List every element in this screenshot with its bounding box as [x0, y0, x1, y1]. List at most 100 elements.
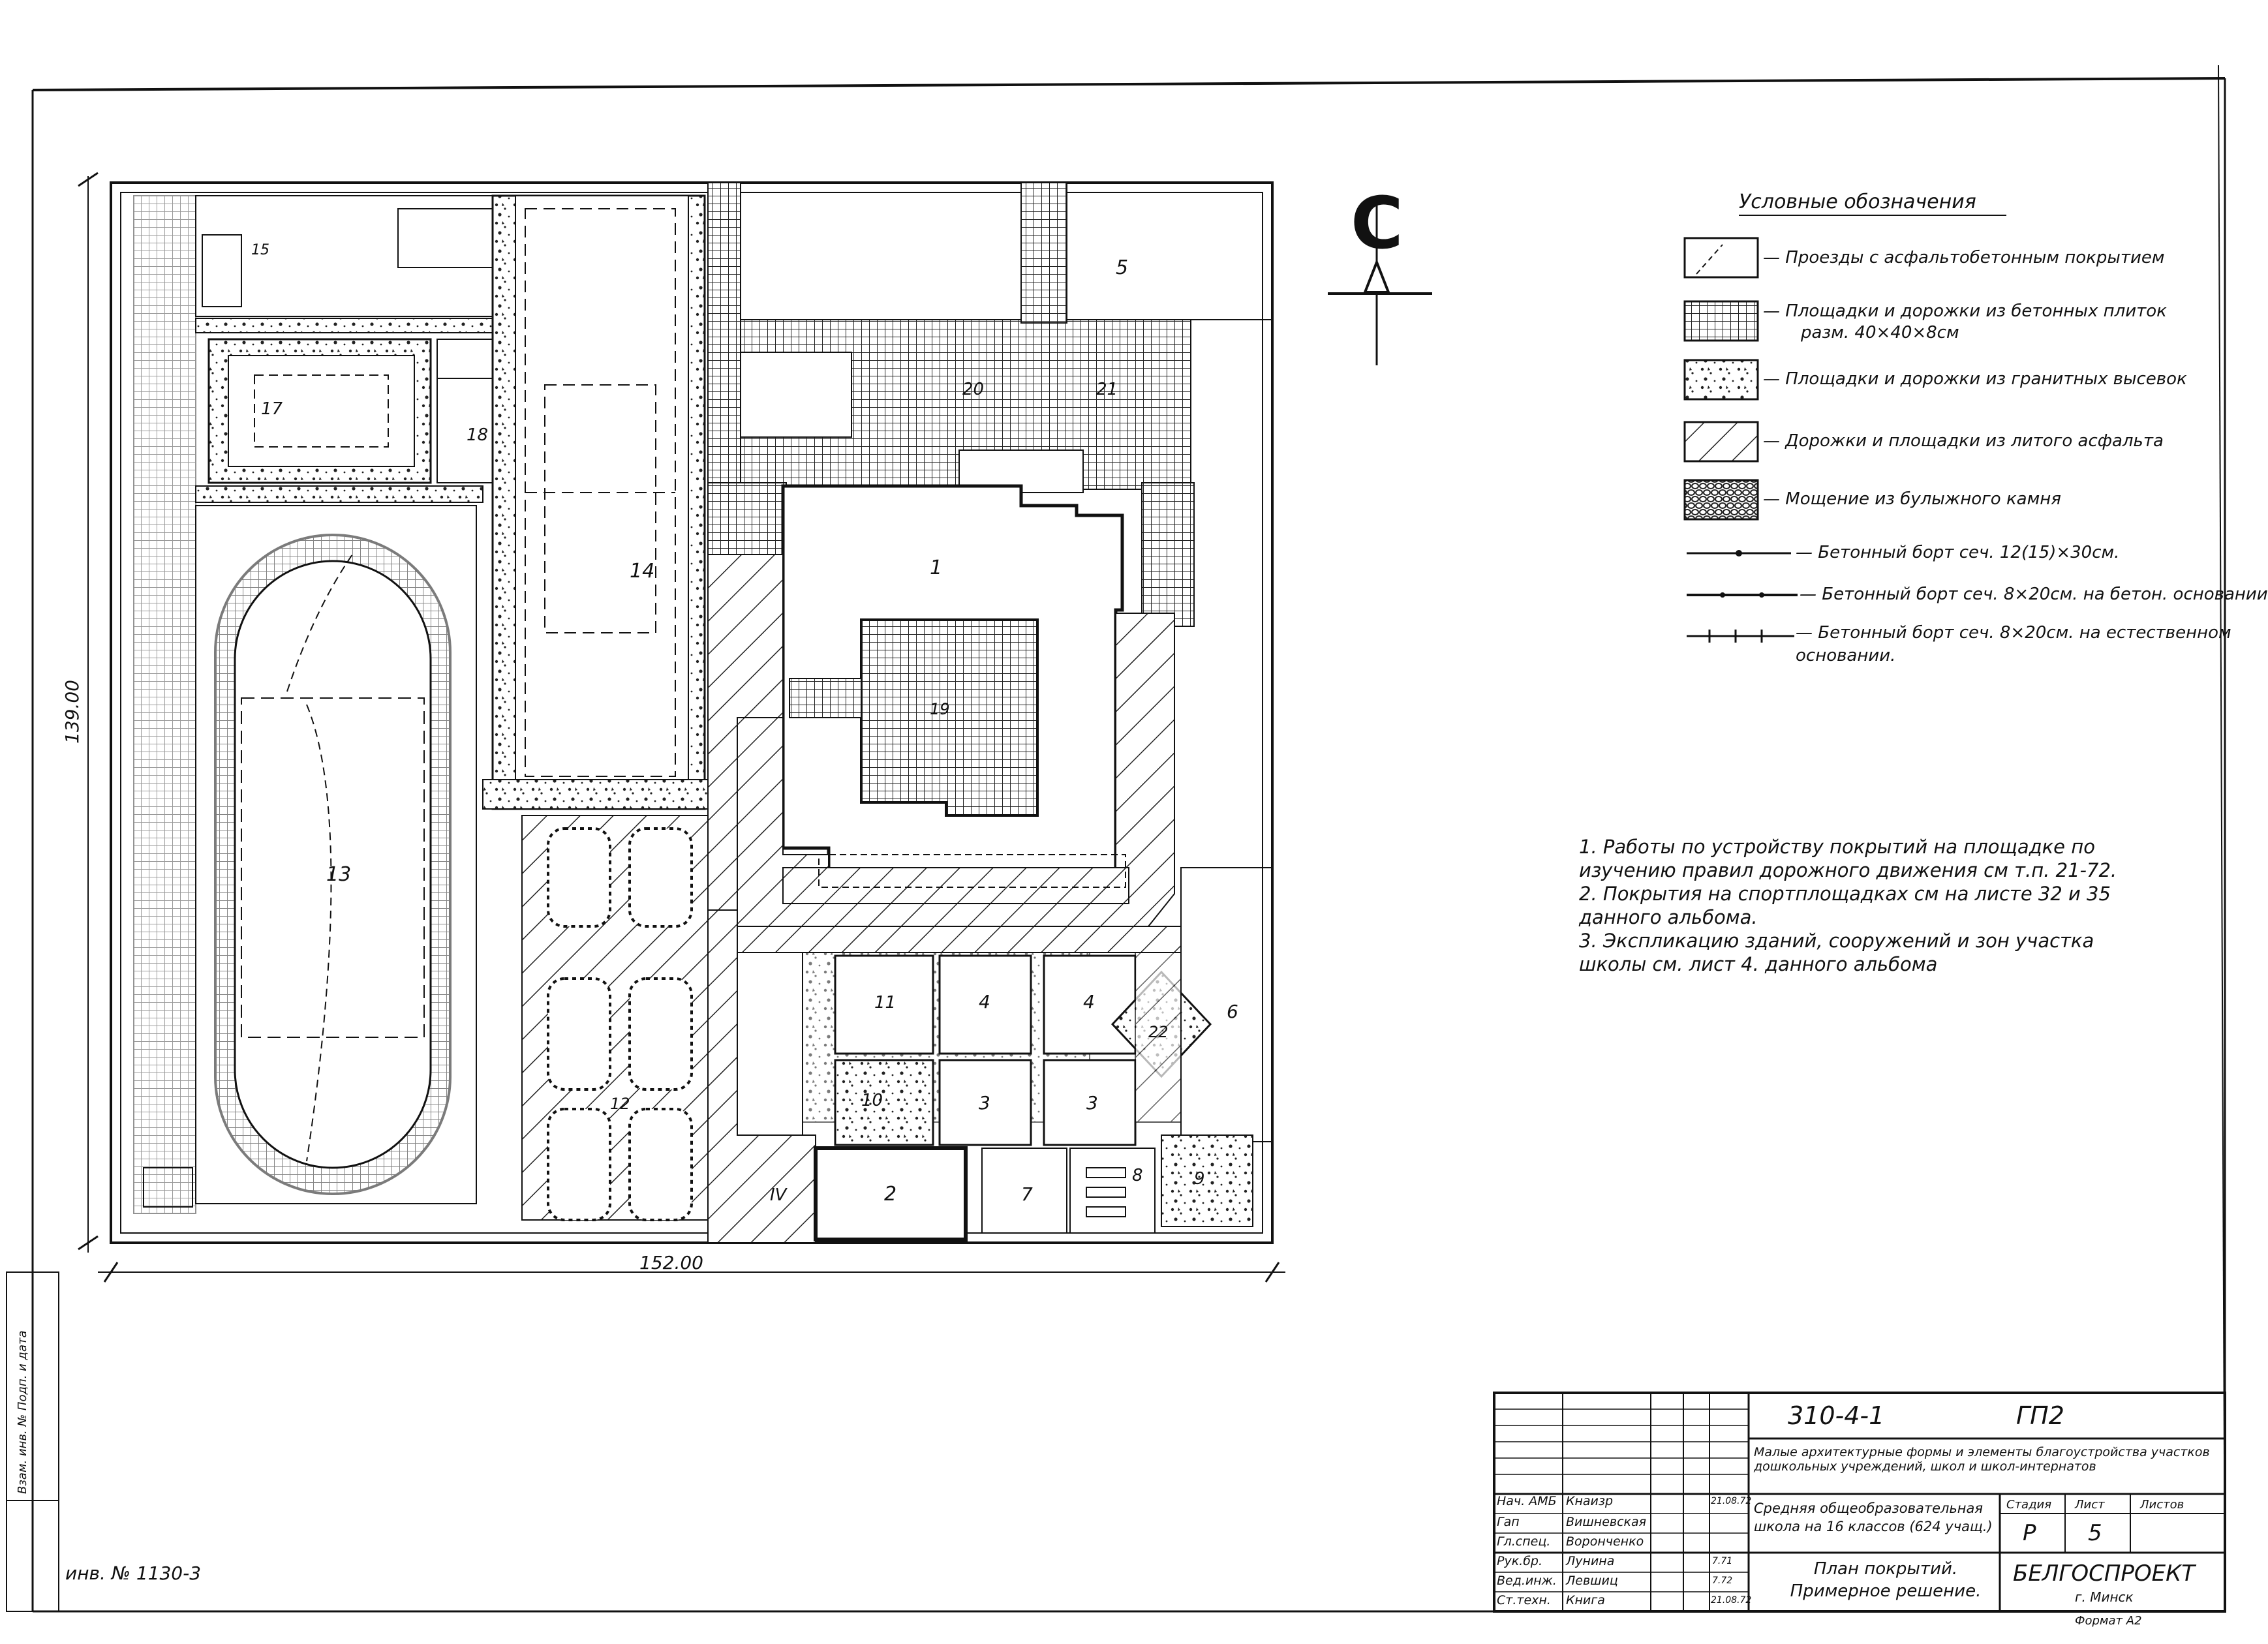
label-3a: 3 — [979, 1092, 990, 1114]
tb-stage-header: Стадия — [2006, 1498, 2052, 1512]
label-7: 7 — [1021, 1183, 1033, 1205]
sig-name-2: Вишневская — [1566, 1515, 1647, 1529]
sig-name-4: Лунина — [1566, 1554, 1615, 1568]
tb-project: Средняя общеобразовательная школа на 16 … — [1754, 1500, 1993, 1534]
plot-9 — [1161, 1134, 1253, 1227]
zone-15 — [195, 195, 516, 317]
site-boundary — [110, 181, 1274, 1244]
label-3b: 3 — [1086, 1092, 1098, 1114]
tb-format: Формат А2 — [2075, 1614, 2142, 1628]
legend-item-7: — Бетонный борт сеч. 8×20см. на бетон. о… — [1800, 585, 2268, 604]
label-9: 9 — [1194, 1169, 1205, 1189]
tb-mark: ГП2 — [2016, 1401, 2064, 1430]
legend-item-4: — Дорожки и площадки из литого асфальта — [1763, 431, 2164, 451]
sig-role-5: Вед.инж. — [1497, 1574, 1557, 1588]
legend-item-8: — Бетонный борт сеч. 8×20см. на естестве… — [1796, 623, 2231, 643]
title-block-frame — [1493, 1392, 2226, 1613]
label-15: 15 — [251, 242, 269, 258]
zone-5 — [1066, 182, 1273, 320]
sig-role-4: Рук.бр. — [1497, 1554, 1543, 1568]
label-2: 2 — [884, 1183, 896, 1206]
plot-7 — [981, 1148, 1067, 1234]
tb-album-desc: Малые архитектурные формы и элементы бла… — [1754, 1445, 2210, 1474]
swatch-cast-asphalt — [1683, 421, 1759, 463]
gravel-strip-14 — [482, 779, 712, 810]
label-12: 12 — [610, 1095, 630, 1113]
plot-4b — [1043, 954, 1137, 1055]
zone-IV — [707, 909, 816, 1243]
sig-role-3: Гл.спец. — [1497, 1534, 1551, 1549]
plot-11 — [834, 954, 934, 1055]
plot-3a — [938, 1059, 1032, 1146]
stadium-13 — [195, 505, 477, 1204]
legend-item-6: — Бетонный борт сеч. 12(15)×30см. — [1796, 543, 2120, 562]
legend-item-2b: разм. 40×40×8см — [1801, 323, 1959, 342]
label-5: 5 — [1116, 256, 1128, 279]
legend-item-5: — Мощение из булыжного камня — [1763, 489, 2061, 509]
sig-role-2: Гап — [1497, 1515, 1520, 1529]
sig-date-4: 7.71 — [1712, 1556, 1733, 1566]
swatch-gravel — [1683, 359, 1759, 401]
tb-drawing-title: План покрытий. Примерное решение. — [1790, 1559, 1982, 1601]
sig-name-5: Левшиц — [1566, 1574, 1618, 1588]
sig-date-1: 21.08.72 — [1711, 1496, 1752, 1506]
label-8: 8 — [1132, 1166, 1143, 1185]
margin-stamp — [6, 1271, 59, 1612]
tb-sheets-header: Листов — [2140, 1498, 2184, 1512]
note-1: 1. Работы по устройству покрытий на площ… — [1579, 836, 2117, 881]
inventory-number: инв. № 1130-3 — [65, 1562, 202, 1584]
tb-stage: Р — [2023, 1520, 2036, 1546]
dimension-height: 139.00 — [61, 680, 83, 744]
swatch-asphalt-concrete — [1683, 237, 1759, 279]
perimeter-path-left — [133, 195, 196, 1214]
label-4b: 4 — [1083, 991, 1095, 1012]
sig-name-3: Воронченко — [1566, 1534, 1644, 1549]
note-2: 2. Покрытия на спортплощадках см на лист… — [1579, 883, 2111, 928]
label-13: 13 — [326, 863, 351, 886]
site-plan — [78, 172, 1285, 1283]
tile-west-building — [707, 482, 787, 555]
sig-role-6: Ст.техн. — [1497, 1593, 1551, 1607]
margin-stamp-text: Взам. инв. № Подп. и дата — [16, 1330, 29, 1494]
tb-sheet-header: Лист — [2075, 1498, 2105, 1512]
sig-name-6: Книга — [1566, 1593, 1605, 1607]
label-18: 18 — [467, 425, 488, 445]
sig-role-1: Нач. АМБ — [1497, 1494, 1557, 1508]
dimension-width: 152.00 — [639, 1252, 703, 1273]
label-6: 6 — [1227, 1001, 1238, 1022]
label-1: 1 — [930, 556, 942, 579]
plot-3b — [1043, 1059, 1137, 1146]
tb-code: 310-4-1 — [1788, 1401, 1885, 1430]
sig-name-1: Кнаизр — [1566, 1494, 1614, 1508]
sig-date-6: 21.08.72 — [1711, 1595, 1752, 1606]
sig-date-5: 7.72 — [1712, 1576, 1733, 1586]
asphalt-strip-south — [737, 926, 1182, 953]
north-arrow: С — [1328, 181, 1432, 365]
label-21: 21 — [1096, 380, 1118, 399]
label-22: 22 — [1148, 1023, 1169, 1041]
note-3: 3. Экспликацию зданий, сооружений и зон … — [1579, 930, 2094, 975]
plot-4a — [938, 954, 1032, 1055]
plot-10 — [834, 1059, 934, 1146]
legend-item-3: — Площадки и дорожки из гранитных высево… — [1763, 369, 2187, 389]
label-11: 11 — [874, 993, 896, 1012]
tb-sheet: 5 — [2088, 1520, 2102, 1546]
label-10: 10 — [861, 1091, 883, 1110]
legend-item-2: — Площадки и дорожки из бетонных плиток — [1763, 301, 2167, 321]
tb-org: БЕЛГОСПРОЕКТ — [2013, 1560, 2196, 1587]
courtyard-19 — [860, 618, 1039, 817]
label-IV: IV — [770, 1185, 788, 1205]
plot-8 — [1069, 1148, 1156, 1234]
plan-labels: 1 2 3 3 4 4 5 6 7 8 9 10 11 12 13 14 15 … — [61, 242, 1238, 1273]
gravel-strip-15 — [195, 318, 497, 333]
tile-path-north — [1020, 182, 1067, 324]
tb-org-city: г. Минск — [2075, 1589, 2134, 1605]
label-4a: 4 — [979, 991, 990, 1012]
label-19: 19 — [930, 700, 950, 718]
label-20: 20 — [962, 380, 984, 399]
swatch-concrete-tiles — [1683, 300, 1759, 342]
gravel-strip-17 — [195, 485, 483, 503]
building-2 — [814, 1146, 968, 1241]
label-14: 14 — [630, 560, 654, 583]
